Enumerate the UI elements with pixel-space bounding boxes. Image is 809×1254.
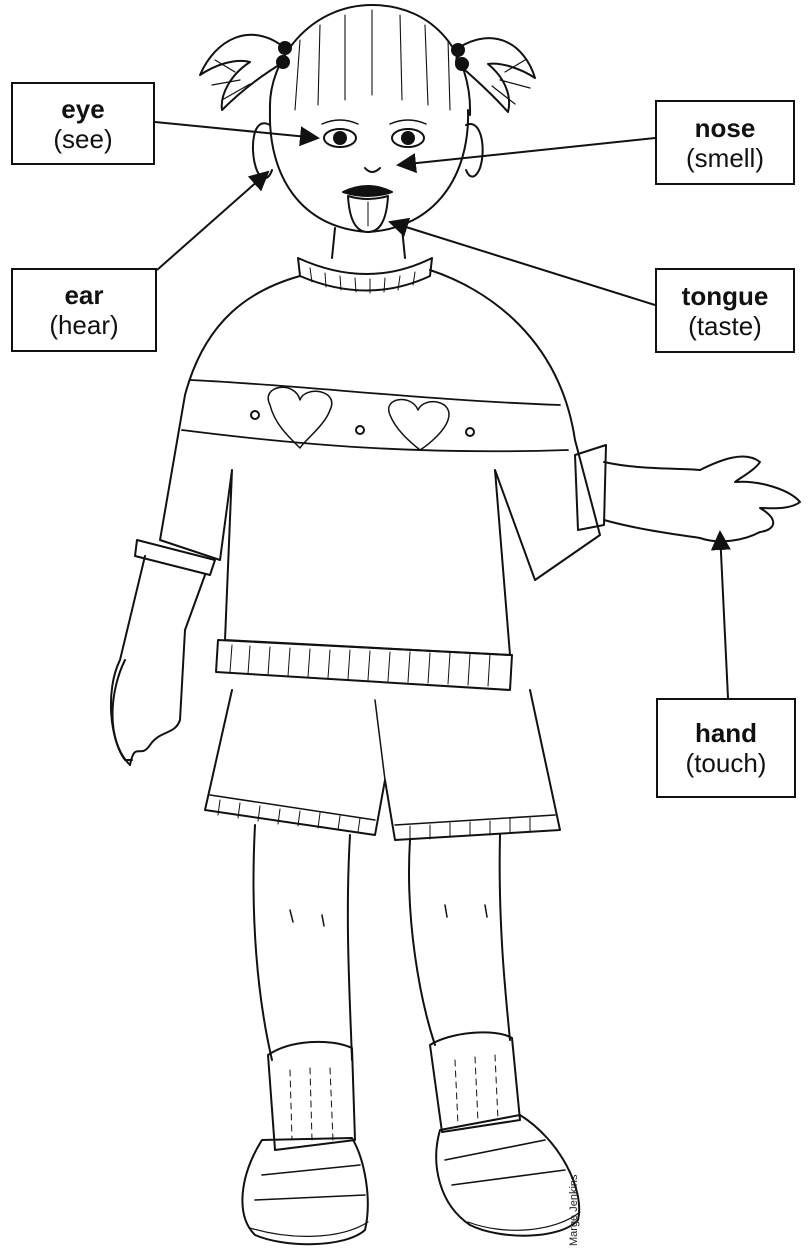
pointer-nose — [398, 138, 655, 165]
nose — [365, 168, 380, 172]
label-hand-part: hand — [658, 718, 794, 748]
pointer-hand — [720, 532, 728, 698]
label-nose: nose (smell) — [655, 100, 795, 185]
label-ear-sense: (hear) — [13, 310, 155, 340]
label-nose-sense: (smell) — [657, 143, 793, 173]
ear-right — [466, 124, 483, 177]
shirt — [160, 270, 600, 655]
arm-left — [111, 556, 205, 760]
pointer-tongue — [390, 222, 655, 305]
label-eye-sense: (see) — [13, 124, 153, 154]
label-hand-sense: (touch) — [658, 748, 794, 778]
leg-left — [254, 825, 352, 1060]
label-ear: ear (hear) — [11, 268, 157, 352]
hand-left — [113, 630, 186, 765]
pointer-eye — [155, 122, 318, 138]
shoe-left — [242, 1138, 367, 1244]
label-eye: eye (see) — [11, 82, 155, 165]
label-tongue-sense: (taste) — [657, 311, 793, 341]
label-tongue: tongue (taste) — [655, 268, 795, 353]
label-tongue-part: tongue — [657, 281, 793, 311]
label-nose-part: nose — [657, 113, 793, 143]
label-hand: hand (touch) — [656, 698, 796, 798]
shirt-hem — [216, 640, 512, 690]
right-pigtail — [456, 38, 535, 112]
leg-right — [409, 835, 510, 1045]
label-eye-part: eye — [13, 94, 153, 124]
left-pigtail — [200, 35, 285, 110]
collar — [298, 258, 432, 291]
arm-right — [604, 462, 700, 538]
hand-right — [700, 457, 800, 542]
hair — [270, 5, 470, 115]
label-ear-part: ear — [13, 280, 155, 310]
shoe-right — [436, 1115, 579, 1236]
pointer-ear — [157, 172, 268, 270]
mouth — [343, 186, 392, 196]
artist-credit: Marge Jenkins — [568, 1174, 580, 1246]
